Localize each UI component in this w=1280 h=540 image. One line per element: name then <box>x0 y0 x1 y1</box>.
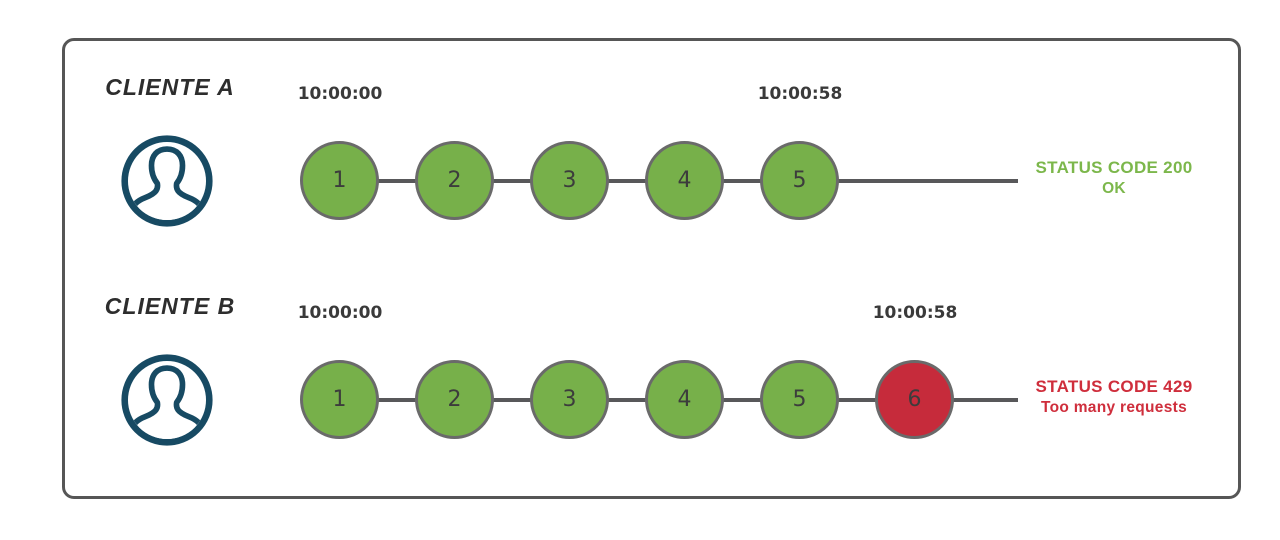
diagram-frame <box>62 38 1241 499</box>
